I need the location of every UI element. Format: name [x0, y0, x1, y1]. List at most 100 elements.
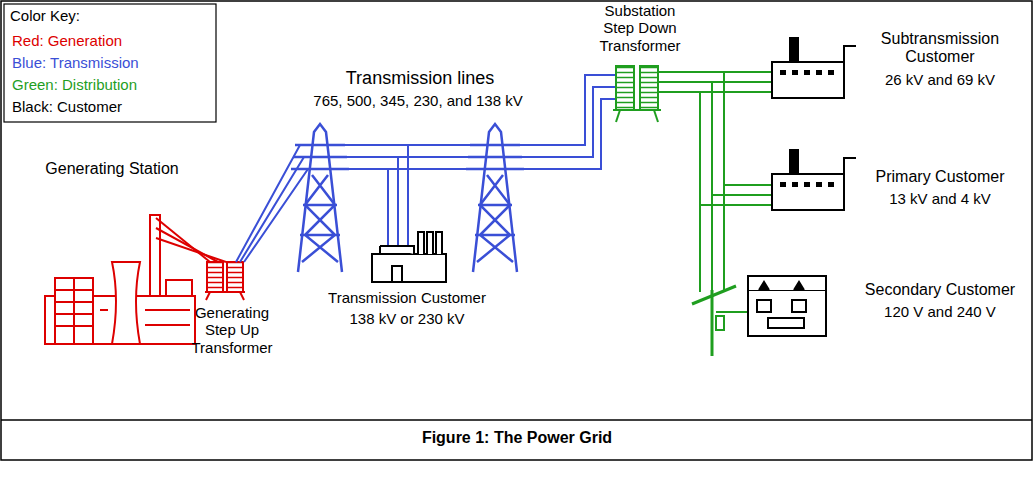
transmission-customer-factory	[372, 232, 446, 282]
step-down-transformer-part	[640, 66, 658, 110]
transmission-tower-part	[291, 145, 349, 169]
color-legend: Red: GenerationBlue: TransmissionGreen: …	[12, 30, 139, 118]
label-text: 13 kV and 4 kV	[853, 190, 1028, 207]
secondary-house-part	[757, 300, 771, 312]
generation-wires	[156, 218, 226, 262]
secondary-house-part	[792, 300, 806, 312]
step-down-transformer-part	[616, 110, 620, 122]
transmission-wires-part	[397, 157, 399, 246]
generation-wires-part	[156, 238, 226, 262]
label-text: Generating Station	[22, 160, 202, 178]
transmission-wires-part	[407, 145, 409, 246]
primary-factory	[772, 150, 856, 210]
factory-windows-part	[828, 182, 834, 187]
secondary-house-part	[748, 276, 826, 290]
distribution-wires-part	[699, 92, 701, 292]
factory-windows-part	[792, 70, 798, 75]
transmission-tower-part	[475, 175, 515, 262]
primary-factory-part	[790, 150, 798, 174]
transmission-tower	[466, 124, 524, 272]
figure-caption: Figure 1: The Power Grid	[0, 429, 1034, 447]
generating-station-part	[100, 309, 108, 311]
figure-frame-part	[1, 1, 1032, 460]
factory-windows-part	[804, 70, 810, 75]
primary-factory-part	[844, 158, 856, 174]
legend-text: Green: Distribution	[12, 76, 137, 93]
subtransmission-factory-part	[844, 46, 856, 62]
step-down-transformer-part	[616, 66, 634, 110]
distribution-wires-part	[700, 185, 772, 205]
label-text: 765, 500, 345, 230, and 138 kV	[258, 92, 578, 109]
utility-pole-part	[716, 311, 748, 313]
generating-station-part	[145, 324, 190, 326]
generating-station-part	[166, 280, 192, 296]
legend-text: Red: Generation	[12, 32, 122, 49]
transmission-customer-factory-part	[418, 232, 442, 254]
legend-swatch: Blue: Transmission	[12, 54, 139, 71]
utility-pole-part	[716, 316, 724, 330]
distribution-wires	[658, 72, 772, 292]
distribution-wires-part	[658, 71, 772, 73]
utility-pole-part	[692, 286, 736, 304]
legend-swatch: Black: Customer	[12, 98, 122, 115]
transmission-tower	[291, 124, 349, 272]
distribution-wires-part	[723, 72, 725, 292]
legend-row: Black: Customer	[12, 96, 139, 118]
transmission-wires-part	[236, 75, 615, 262]
transmission-tower-part	[300, 175, 340, 262]
step-down-transformer-part	[654, 110, 658, 122]
transmission-customer-factory-part	[380, 246, 414, 254]
factory-windows-part	[792, 182, 798, 187]
generating-station-part	[55, 278, 93, 344]
factory-windows-part	[816, 70, 822, 75]
legend-row: Blue: Transmission	[12, 52, 139, 74]
distribution-wires-part	[658, 81, 772, 83]
distribution-wires-part	[711, 82, 713, 292]
label-text: 120 V and 240 V	[853, 303, 1028, 320]
label-text: Substation Step Down Transformer	[593, 2, 688, 54]
legend-row: Green: Distribution	[12, 74, 139, 96]
secondary-house-part	[768, 318, 804, 328]
factory-windows-part	[828, 70, 834, 75]
generating-station-part	[150, 215, 160, 296]
legend-text: Blue: Transmission	[12, 54, 139, 71]
step-up-transformer	[205, 262, 245, 300]
factory-windows	[780, 182, 834, 187]
transmission-wires-part	[387, 169, 389, 246]
label-text: Subtransmission Customer	[853, 30, 1028, 67]
transmission-customer-factory-part	[379, 246, 381, 254]
transmission-wires	[236, 75, 615, 262]
factory-windows-part	[780, 182, 786, 187]
step-up-transformer-part	[206, 292, 210, 300]
transmission-tower-part	[466, 145, 524, 169]
label-text: Transmission Customer	[292, 289, 522, 306]
secondary-house-part	[759, 282, 804, 290]
label-text: 26 kV and 69 kV	[853, 71, 1028, 88]
transmission-wires-part	[240, 87, 615, 262]
step-up-transformer-part	[240, 292, 244, 300]
figure-frame-part	[1, 419, 1032, 421]
secondary-house-part	[748, 290, 826, 336]
factory-windows-part	[780, 70, 786, 75]
step-up-transformer-part	[205, 291, 245, 293]
factory-windows	[780, 70, 834, 75]
generating-station-part	[112, 262, 140, 344]
label-text: Generating Step Up Transformer	[182, 304, 282, 356]
utility-pole	[692, 286, 748, 356]
step-up-transformer-part	[227, 262, 243, 292]
label-text: Secondary Customer	[853, 281, 1028, 299]
transmission-wires-part	[244, 99, 615, 262]
distribution-wires-part	[658, 91, 772, 93]
figure-frame	[1, 1, 1032, 460]
label-text: Color Key:	[10, 7, 210, 24]
label-text: Transmission lines	[290, 68, 550, 89]
legend-box	[4, 4, 216, 122]
subtransmission-factory	[772, 38, 856, 98]
factory-windows-part	[804, 182, 810, 187]
label-text: Primary Customer	[853, 168, 1028, 186]
legend-swatch: Green: Distribution	[12, 76, 137, 93]
subtransmission-factory-part	[772, 62, 844, 98]
secondary-house	[748, 276, 826, 336]
primary-factory-part	[772, 174, 844, 210]
